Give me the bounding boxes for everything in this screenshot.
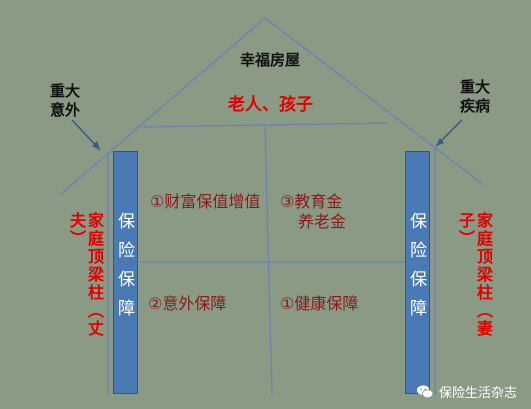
watermark-text: 保险生活杂志 — [438, 386, 517, 401]
cell-bottom-right: ①健康保障 — [280, 294, 359, 313]
vertical-divider — [264, 126, 273, 396]
right-pillar-label: 保险保障 — [406, 212, 426, 328]
roof-band-text: 老人、孩子 — [228, 95, 313, 115]
left-pillar-caption: 家庭顶梁柱（丈夫） — [67, 212, 104, 338]
right-pillar: 保险保障 — [405, 151, 430, 394]
right-risk-arrowhead — [436, 138, 444, 146]
right-pillar-caption: 家庭顶梁柱（妻子） — [456, 212, 493, 338]
right-risk-label: 重大疾病 — [460, 78, 491, 115]
wechat-icon — [416, 384, 434, 398]
left-pillar-label: 保险保障 — [114, 212, 134, 328]
roof-right-edge — [264, 17, 485, 186]
left-risk-arrowhead — [92, 141, 100, 150]
watermark: 保险生活杂志 — [416, 382, 517, 401]
cell-top-left: ①财富保值增值 — [150, 192, 261, 211]
roof-title: 幸福房屋 — [240, 51, 301, 69]
roof-band-line — [142, 122, 389, 128]
roof-left-edge — [59, 17, 266, 196]
left-pillar: 保险保障 — [113, 151, 138, 394]
cell-bottom-left: ②意外保障 — [148, 294, 227, 313]
cell-top-right-line2: 养老金 — [298, 212, 347, 231]
left-risk-label: 重大意外 — [50, 82, 81, 119]
cell-top-right-line1: ③教育金 — [280, 192, 343, 211]
